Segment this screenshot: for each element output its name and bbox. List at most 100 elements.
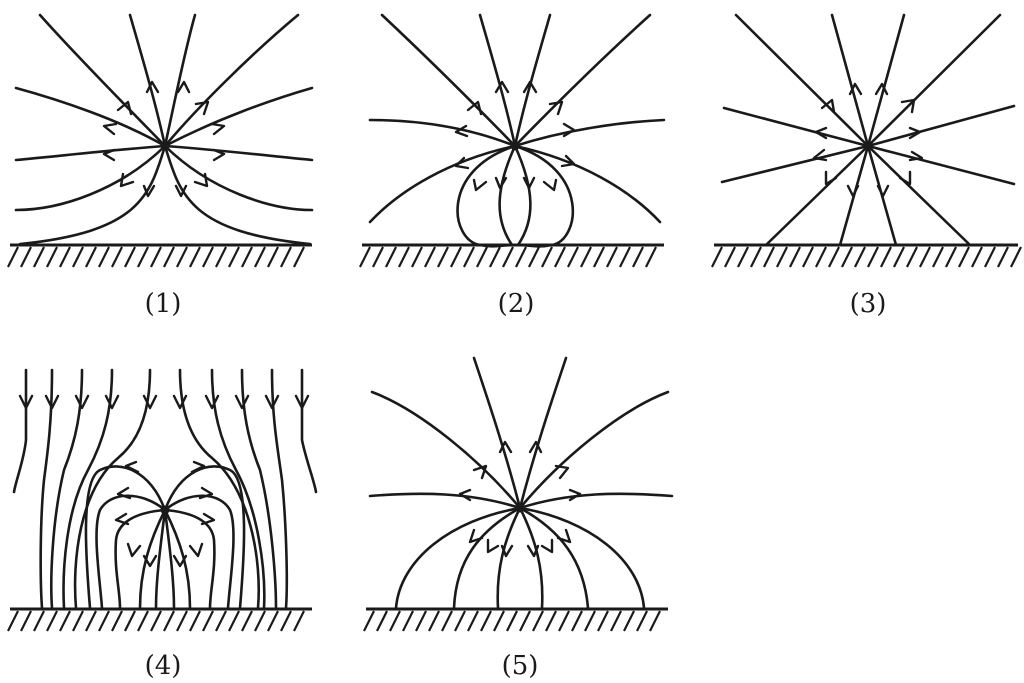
panel-3	[711, 13, 1022, 268]
ground-hatch	[606, 246, 618, 268]
panel-5-label: (5)	[502, 651, 539, 681]
ground-hatch	[828, 246, 840, 268]
ground-hatch	[428, 610, 440, 632]
ground-hatch	[124, 610, 136, 632]
grounded-plane	[363, 607, 668, 632]
ground-hatch	[489, 246, 501, 268]
ground-hatch	[280, 246, 292, 268]
grounded-plane	[359, 243, 664, 268]
ground-hatch	[632, 246, 644, 268]
ground-hatch	[20, 246, 32, 268]
ground-hatch	[359, 246, 371, 268]
ground-hatch	[150, 610, 162, 632]
ground-hatch	[480, 610, 492, 632]
ground-hatch	[545, 610, 557, 632]
ground-hatch	[558, 610, 570, 632]
panel-2-label: (2)	[498, 289, 535, 319]
ground-hatch	[280, 610, 292, 632]
ground-hatch	[802, 246, 814, 268]
ground-hatch	[150, 246, 162, 268]
field-lines	[368, 356, 674, 610]
ground-hatch	[971, 246, 983, 268]
ground-hatch	[467, 610, 479, 632]
arrowheads	[18, 394, 310, 568]
ground-hatch	[841, 246, 853, 268]
ground-hatch	[111, 610, 123, 632]
ground-hatch	[46, 246, 58, 268]
ground-hatch	[124, 246, 136, 268]
ground-hatch	[228, 246, 240, 268]
ground-hatch	[567, 246, 579, 268]
ground-hatch	[254, 246, 266, 268]
ground-hatch	[85, 610, 97, 632]
ground-hatch	[202, 610, 214, 632]
ground-hatch	[454, 610, 466, 632]
panel-4-label: (4)	[145, 651, 182, 681]
ground-hatch	[111, 246, 123, 268]
ground-hatch	[72, 610, 84, 632]
ground-hatch	[532, 610, 544, 632]
ground-hatch	[202, 246, 214, 268]
ground-hatch	[137, 246, 149, 268]
ground-hatch	[363, 610, 375, 632]
ground-hatch	[293, 610, 305, 632]
ground-hatch	[215, 246, 227, 268]
ground-hatch	[228, 610, 240, 632]
ground-hatch	[789, 246, 801, 268]
ground-hatch	[724, 246, 736, 268]
point-charge	[515, 503, 525, 513]
ground-hatch	[958, 246, 970, 268]
ground-hatch	[176, 610, 188, 632]
ground-hatch	[267, 246, 279, 268]
ground-hatch	[541, 246, 553, 268]
ground-hatch	[98, 610, 110, 632]
point-charge	[863, 141, 873, 151]
ground-hatch	[241, 610, 253, 632]
field-lines	[12, 368, 318, 610]
ground-hatch	[385, 246, 397, 268]
panel-3-label: (3)	[850, 289, 887, 319]
ground-hatch	[519, 610, 531, 632]
arrowheads	[812, 82, 924, 198]
ground-hatch	[711, 246, 723, 268]
ground-hatch	[415, 610, 427, 632]
ground-hatch	[997, 246, 1009, 268]
field-lines	[14, 13, 314, 246]
ground-hatch	[33, 246, 45, 268]
arrowheads	[454, 80, 576, 192]
ground-hatch	[610, 610, 622, 632]
ground-hatch	[645, 246, 657, 268]
ground-hatch	[932, 246, 944, 268]
ground-hatch	[437, 246, 449, 268]
ground-hatch	[571, 610, 583, 632]
ground-hatch	[493, 610, 505, 632]
ground-hatch	[737, 246, 749, 268]
ground-hatch	[450, 246, 462, 268]
ground-hatch	[1010, 246, 1022, 268]
ground-hatch	[241, 246, 253, 268]
panel-4	[7, 368, 318, 632]
ground-hatch	[85, 246, 97, 268]
ground-hatch	[636, 610, 648, 632]
ground-hatch	[515, 246, 527, 268]
ground-hatch	[580, 246, 592, 268]
ground-hatch	[528, 246, 540, 268]
ground-hatch	[906, 246, 918, 268]
field-lines	[720, 13, 1016, 247]
grounded-plane	[7, 243, 312, 268]
ground-hatch	[33, 610, 45, 632]
ground-hatch	[619, 246, 631, 268]
ground-hatch	[945, 246, 957, 268]
ground-hatch	[424, 246, 436, 268]
ground-hatch	[763, 246, 775, 268]
ground-hatch	[372, 246, 384, 268]
ground-hatch	[854, 246, 866, 268]
ground-hatch	[137, 610, 149, 632]
ground-hatch	[593, 246, 605, 268]
ground-hatch	[623, 610, 635, 632]
ground-hatch	[476, 246, 488, 268]
ground-hatch	[293, 246, 305, 268]
ground-hatch	[649, 610, 661, 632]
ground-hatch	[254, 610, 266, 632]
